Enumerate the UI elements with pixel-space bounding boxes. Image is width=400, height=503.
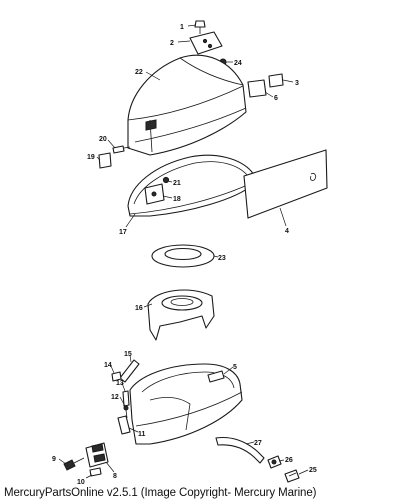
part-20-stud[interactable] — [112, 145, 131, 154]
callout-11: 11 — [138, 431, 146, 438]
callout-18: 18 — [173, 196, 181, 203]
part-21-grommet[interactable] — [162, 176, 170, 184]
callout-15: 15 — [124, 351, 132, 358]
callout-17: 17 — [119, 229, 127, 236]
callout-24: 24 — [234, 60, 242, 67]
part-27-hose[interactable] — [215, 436, 265, 464]
part-14-fitting[interactable] — [111, 371, 122, 382]
part-5-bottom-cowl[interactable] — [129, 363, 243, 445]
callout-13: 13 — [116, 380, 124, 387]
callout-1: 1 — [180, 24, 184, 31]
part-16-adapter-plate[interactable] — [147, 289, 215, 341]
callout-10: 10 — [77, 479, 85, 486]
callout-23: 23 — [218, 255, 226, 262]
callout-21: 21 — [173, 180, 181, 187]
callout-20: 20 — [99, 136, 107, 143]
part-2-top-plate[interactable] — [189, 31, 223, 55]
callout-9: 9 — [52, 456, 56, 463]
part-23-ring-seal[interactable] — [151, 244, 215, 268]
callout-2: 2 — [170, 40, 174, 47]
exploded-parts-diagram: 1 2 24 3 6 22 20 19 21 18 17 4 23 16 5 1… — [52, 20, 328, 486]
part-3-decal[interactable] — [268, 73, 284, 88]
part-15-rod[interactable] — [119, 359, 140, 383]
part-22-top-cowl[interactable] — [127, 54, 247, 156]
callout-6: 6 — [274, 95, 278, 102]
callout-19: 19 — [87, 154, 95, 161]
callout-26: 26 — [285, 457, 293, 464]
callout-3: 3 — [295, 80, 299, 87]
callout-8: 8 — [113, 473, 117, 480]
callout-12: 12 — [111, 394, 119, 401]
part-9-screw[interactable] — [63, 457, 85, 471]
part-11-link[interactable] — [117, 415, 131, 435]
part-18-latch-bracket[interactable] — [144, 183, 165, 205]
part-17-seal-tray[interactable] — [127, 154, 255, 217]
callout-27: 27 — [254, 440, 262, 447]
part-4-decal-strip[interactable] — [243, 149, 328, 219]
part-13-clip[interactable] — [122, 390, 130, 407]
copyright-caption: MercuryPartsOnline v2.5.1 (Image Copyrig… — [4, 487, 317, 499]
part-19-label[interactable] — [98, 152, 112, 169]
leader-lines — [58, 24, 309, 479]
callout-5: 5 — [233, 364, 237, 371]
callout-16: 16 — [135, 305, 143, 312]
part-26-fitting[interactable] — [267, 455, 282, 469]
part-25-connector[interactable] — [284, 469, 300, 483]
part-6-decal[interactable] — [247, 79, 267, 98]
callout-22: 22 — [135, 69, 143, 76]
part-10-washer[interactable] — [89, 467, 102, 477]
callout-14: 14 — [104, 362, 112, 369]
callout-labels: 1 2 24 3 6 22 20 19 21 18 17 4 23 16 5 1… — [52, 24, 317, 486]
part-12-pin[interactable] — [123, 405, 129, 419]
callout-4: 4 — [285, 228, 289, 235]
part-1-screw[interactable] — [194, 20, 206, 34]
callout-25: 25 — [309, 467, 317, 474]
part-8-latch-assembly[interactable] — [85, 442, 109, 468]
